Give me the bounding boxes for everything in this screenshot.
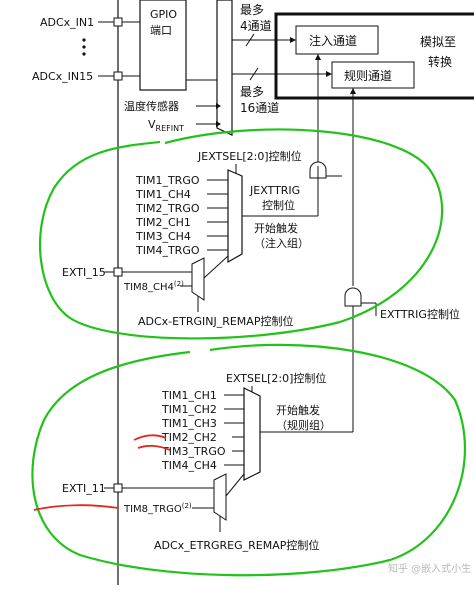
injected-source: TIM1_TRGO bbox=[135, 174, 200, 187]
analog-converter-label-1: 模拟至 bbox=[420, 35, 456, 49]
injected-source-wires bbox=[207, 179, 228, 251]
injected-source: TIM2_TRGO bbox=[135, 202, 200, 215]
adc-in1-label: ADCx_IN1 bbox=[40, 16, 94, 29]
injected-start-label-2: （注入组） bbox=[254, 236, 309, 250]
injected-source: TIM1_CH4 bbox=[135, 188, 191, 201]
red-mark-arrow bbox=[133, 434, 167, 441]
adc-in15-label: ADCx_IN15 bbox=[32, 70, 93, 83]
regular-channel-box bbox=[331, 61, 415, 89]
exttrig-label: EXTTRIG控制位 bbox=[380, 307, 460, 321]
regular-source: TIM2_CH2 bbox=[161, 431, 217, 444]
jexttrig-label-1: JEXTTRIG bbox=[249, 184, 300, 197]
analog-converter-label-2: 转换 bbox=[428, 54, 452, 69]
arrow-head bbox=[216, 121, 221, 127]
injected-source: TIM3_CH4 bbox=[135, 230, 191, 243]
gpio-label-port: 端口 bbox=[150, 24, 172, 37]
injected-source-list: TIM1_TRGO TIM1_CH4 TIM2_TRGO TIM2_CH1 TI… bbox=[135, 174, 200, 257]
max16-label-2: 16通道 bbox=[240, 101, 279, 115]
exti11-label: EXTI_11 bbox=[62, 482, 106, 495]
regular-source: TIM3_TRGO bbox=[161, 445, 226, 458]
remap-to-trigger-mux bbox=[203, 255, 229, 279]
regular-channel-label: 规则通道 bbox=[344, 68, 392, 83]
gpio-label: GPIO bbox=[150, 8, 177, 21]
injected-source: TIM2_CH1 bbox=[135, 216, 191, 229]
regular-remap-mux bbox=[213, 473, 227, 521]
channel-mux bbox=[216, 0, 233, 136]
injected-start-label-1: 开始触发 bbox=[254, 221, 298, 235]
tim8-trgo-label: TIM8_TRGO(2) bbox=[123, 502, 192, 515]
adc-in15-pin bbox=[113, 71, 123, 81]
ellipsis-dot bbox=[82, 38, 86, 42]
etrginj-remap-label: ADCx-ETRGINJ_REMAP控制位 bbox=[138, 314, 293, 328]
tim8-ch4-label: TIM8_CH4(2) bbox=[123, 280, 184, 293]
ellipsis-dot bbox=[82, 52, 86, 56]
regular-source: TIM1_CH3 bbox=[161, 417, 217, 430]
remap-to-regular-mux bbox=[225, 473, 245, 497]
regular-source-list: TIM1_CH1 TIM1_CH2 TIM1_CH3 TIM2_CH2 TIM3… bbox=[161, 389, 226, 472]
exti15-label: EXTI_15 bbox=[62, 266, 106, 279]
bus-slash bbox=[245, 33, 255, 47]
injected-group-highlight bbox=[38, 128, 444, 340]
injected-trigger-mux bbox=[227, 169, 243, 264]
arrow-head bbox=[290, 37, 296, 43]
regular-source-wires bbox=[224, 394, 244, 466]
regular-source: TIM4_CH4 bbox=[161, 459, 217, 472]
vrefint-label: VREFINT bbox=[148, 118, 184, 133]
red-underline bbox=[33, 504, 119, 511]
bus-slash bbox=[249, 67, 259, 81]
regular-trigger-mux bbox=[243, 387, 261, 481]
max4-label-1: 最多 bbox=[240, 3, 264, 17]
regular-source: TIM1_CH1 bbox=[161, 389, 217, 402]
max16-label-1: 最多 bbox=[240, 85, 264, 99]
regular-start-label-2: （规则组） bbox=[276, 418, 331, 432]
extsel-label: EXTSEL[2:0]控制位 bbox=[226, 371, 326, 385]
arrow-head bbox=[350, 88, 356, 94]
injected-channel-label: 注入通道 bbox=[309, 33, 357, 48]
watermark: 知乎 @嵌入式小生 bbox=[388, 562, 471, 575]
exti11-pin bbox=[113, 483, 123, 493]
arrow-head bbox=[315, 54, 321, 60]
jexttrig-label-2: 控制位 bbox=[262, 198, 295, 212]
regular-and-gate bbox=[344, 287, 362, 307]
max4-label-2: 4通道 bbox=[240, 19, 272, 33]
injected-remap-mux bbox=[191, 257, 205, 301]
injected-source: TIM4_TRGO bbox=[135, 244, 200, 257]
arrow-head bbox=[326, 71, 332, 77]
regular-source: TIM1_CH2 bbox=[161, 403, 217, 416]
adc-in1-pin bbox=[113, 17, 123, 27]
exti15-pin bbox=[113, 267, 123, 277]
temp-sensor-label: 温度传感器 bbox=[124, 99, 179, 113]
etrgreg-remap-label: ADCx_ETRGREG_REMAP控制位 bbox=[154, 538, 319, 552]
ellipsis-dot bbox=[82, 45, 86, 49]
injected-channel-box bbox=[295, 25, 379, 55]
jextsel-label: JEXTSEL[2:0]控制位 bbox=[197, 149, 302, 163]
adc-core-box bbox=[274, 12, 474, 100]
gpio-port-box bbox=[139, 0, 187, 91]
red-mark-arrow bbox=[137, 444, 171, 451]
regular-group-highlight bbox=[31, 343, 467, 577]
regular-start-label-1: 开始触发 bbox=[276, 403, 320, 417]
arrow-head bbox=[216, 103, 221, 109]
